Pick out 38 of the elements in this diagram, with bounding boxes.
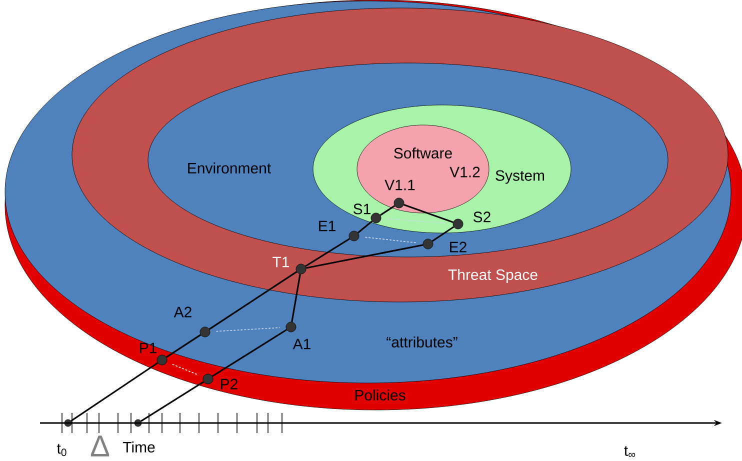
node-label: E2 xyxy=(450,242,466,252)
labeled-point: S2 xyxy=(452,212,490,230)
node-label: T1 xyxy=(272,256,290,268)
dotted-link xyxy=(364,236,418,244)
path-line xyxy=(358,220,372,234)
labeled-point: P1 xyxy=(140,342,168,366)
path-line xyxy=(306,244,424,269)
node-label: A1 xyxy=(292,338,310,350)
labeled-point: A1 xyxy=(286,322,310,350)
node-label: E1 xyxy=(319,220,336,232)
node-label: P1 xyxy=(140,342,156,354)
labeled-point: V1.1 xyxy=(384,180,415,208)
path-line xyxy=(404,204,454,223)
labeled-point: E2 xyxy=(422,238,466,252)
dotted-link xyxy=(216,327,280,332)
path-line xyxy=(208,271,298,330)
path-line xyxy=(291,274,301,322)
time-label: Time xyxy=(122,442,155,452)
node-label: V1.1 xyxy=(384,180,415,190)
path-line xyxy=(166,334,202,358)
path-line xyxy=(432,226,454,242)
time-label: t$_{∞}$ xyxy=(624,446,636,457)
delta-symbol: Δ xyxy=(90,436,110,456)
labeled-point: T1 xyxy=(272,256,306,274)
dotted-link xyxy=(386,218,448,224)
dotted-link xyxy=(172,364,198,376)
path-line xyxy=(212,329,288,377)
labeled-point: A2 xyxy=(174,306,210,338)
point-dot xyxy=(64,419,72,427)
path-line xyxy=(140,381,204,422)
node-label: A2 xyxy=(174,306,192,318)
node-label: S1 xyxy=(354,204,370,214)
path-line xyxy=(380,205,396,216)
time-label: t$_{0}$ xyxy=(56,444,66,456)
node-label: S2 xyxy=(474,212,490,222)
point-dot xyxy=(134,419,142,427)
path-line xyxy=(305,238,350,267)
path-line xyxy=(70,362,158,422)
